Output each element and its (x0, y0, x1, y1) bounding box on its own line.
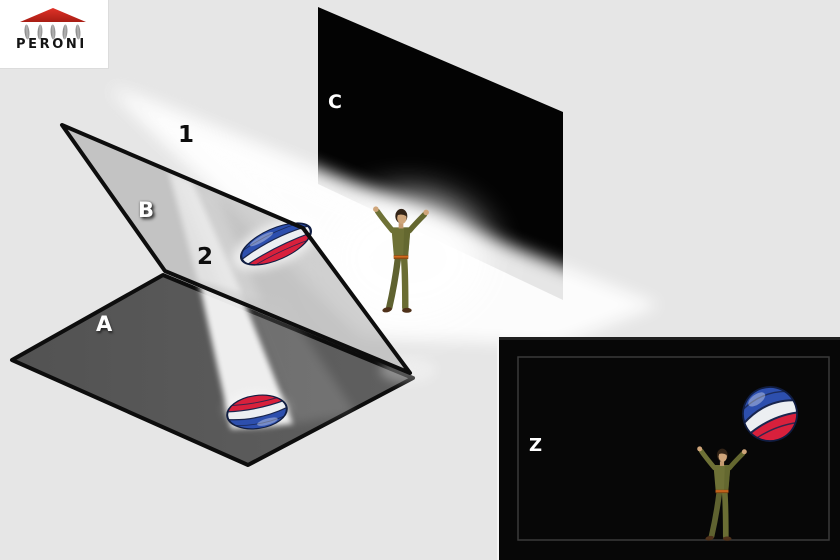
label-backdrop-c: C (328, 91, 342, 113)
label-scrim-b: B (138, 198, 155, 222)
label-beam-1: 1 (178, 122, 195, 148)
projection-cone (199, 283, 356, 429)
label-scrim-beam-2: 2 (197, 244, 214, 270)
scrim-beam-streak (168, 170, 262, 303)
scrim-b-outline (60, 123, 412, 375)
result-panel-border (517, 356, 830, 541)
result-panel-bg (499, 337, 840, 560)
label-result-z: Z (529, 435, 543, 456)
brand-text: PERONI (16, 37, 87, 52)
peroni-logo-graphic (20, 8, 86, 40)
backdrop-c (318, 7, 563, 300)
peroni-logo: PERONI (0, 0, 109, 69)
columns-icon (24, 24, 81, 40)
roof-icon (20, 8, 86, 22)
result-panel (497, 337, 840, 560)
label-floor-a: A (96, 312, 113, 336)
